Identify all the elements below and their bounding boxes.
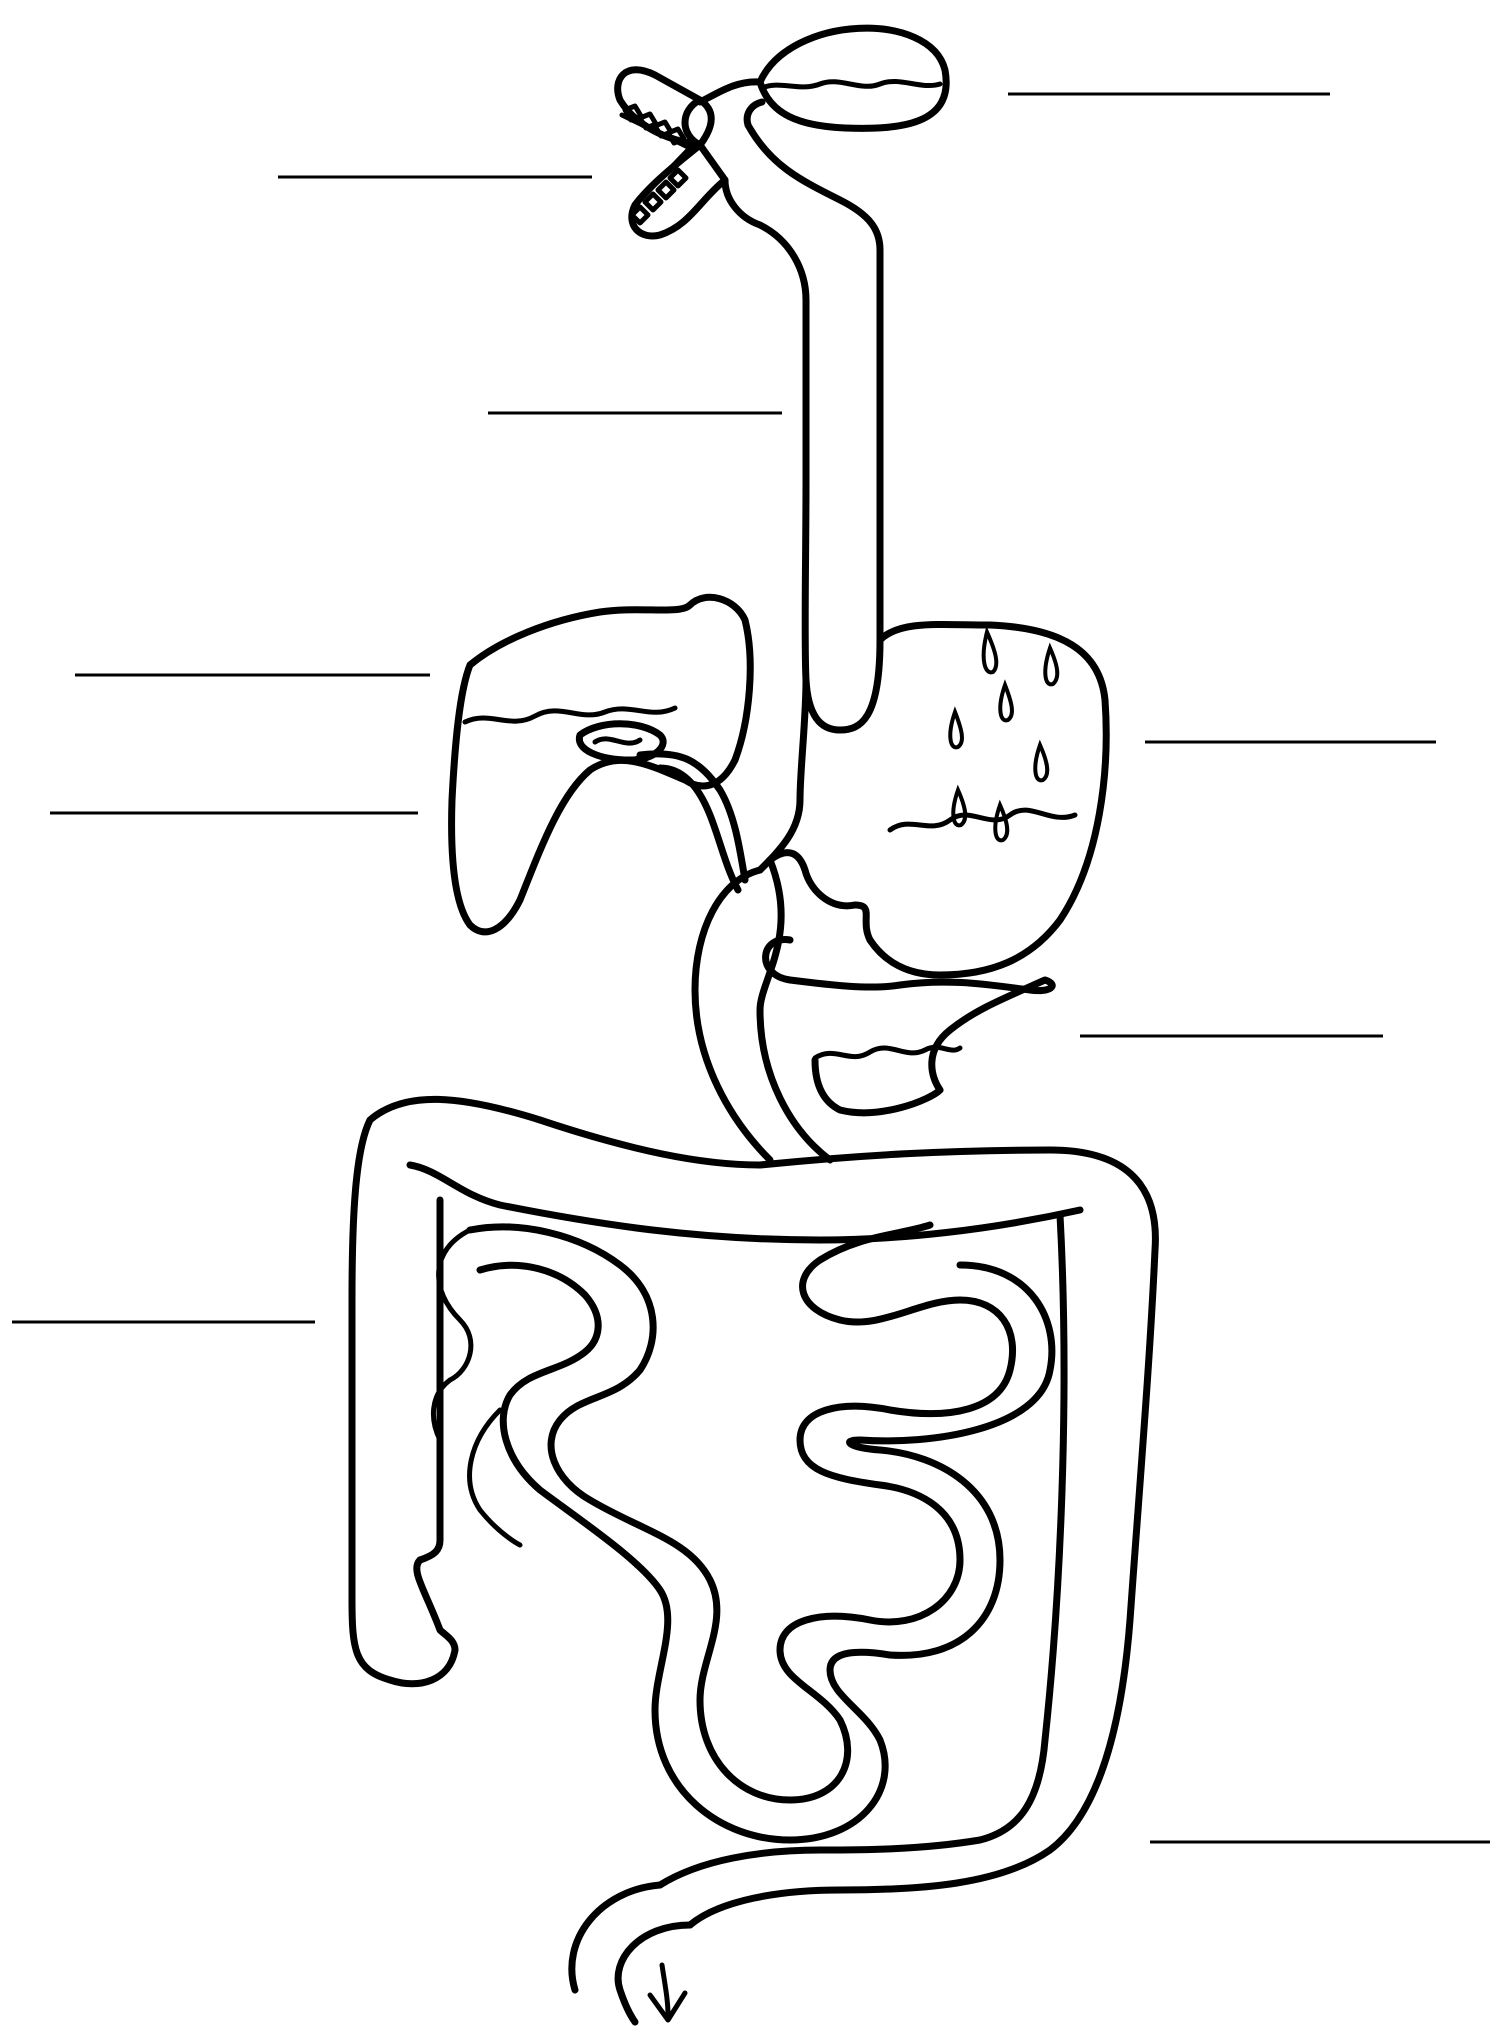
large-intestine [352, 1099, 1155, 1925]
label-blanks [12, 94, 1490, 1842]
small-intestine [433, 1225, 1051, 1840]
rectum [572, 1885, 690, 2022]
pancreas [695, 860, 1052, 1160]
salivary-gland [700, 28, 946, 128]
gallbladder [579, 724, 745, 890]
liver [452, 597, 751, 932]
stomach [760, 624, 1106, 975]
